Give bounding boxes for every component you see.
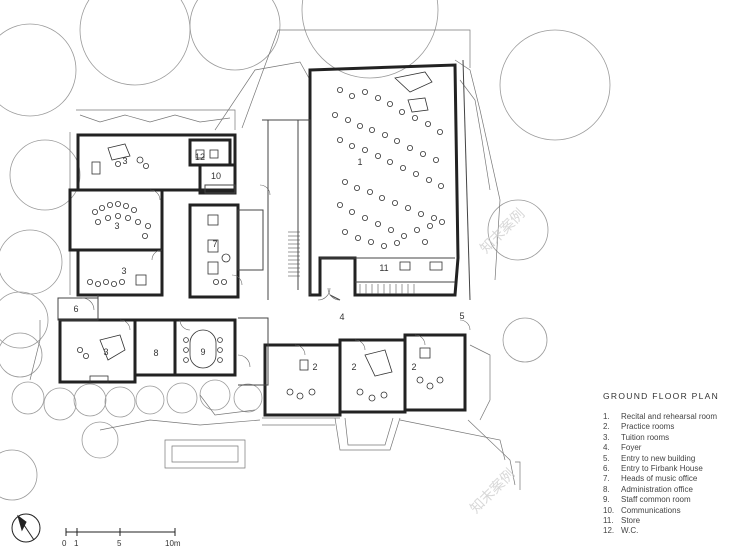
legend-item: 4. Foyer [603,443,741,453]
north-arrow-icon [11,513,41,543]
legend-item-label: Tuition rooms [621,432,670,442]
legend-item-number: 5. [603,453,610,463]
legend-item: 3. Tuition rooms [603,433,741,443]
room-label-3c: 3 [121,266,126,276]
legend-item-number: 10. [603,505,615,515]
room-label-10: 10 [211,171,221,181]
legend-item: 5. Entry to new building [603,454,741,464]
legend: GROUND FLOOR PLAN 1. Recital and rehearsa… [603,391,741,537]
legend-item-number: 7. [603,474,610,484]
room-label-12: 12 [195,152,205,162]
legend-item: 12. W.C. [603,526,741,536]
room-label-2b: 2 [351,362,356,372]
legend-item-number: 3. [603,432,610,442]
scale-label-5: 5 [117,539,122,548]
stairs [288,231,415,294]
legend-title: GROUND FLOOR PLAN [603,391,720,401]
scale-label-10m: 10m [165,539,181,548]
legend-item-label: Heads of music office [621,474,698,484]
recital-seating [331,71,445,249]
legend-item-label: Recital and rehearsal room [621,412,718,421]
room-label-11: 11 [379,263,388,273]
legend-item: 10. Communications [603,506,741,516]
legend-item-label: Store [621,516,641,526]
legend-item-label: Entry to Firbank House [621,464,703,474]
scale-bar: 0 1 5 10m [62,528,181,548]
scale-label-1: 1 [74,539,79,548]
legend-item-number: 12. [603,526,615,536]
tree-canopies [0,0,611,501]
legend-item-number: 2. [603,422,610,432]
legend-item-label: Communications [621,505,681,515]
room-label-2c: 2 [411,362,416,372]
legend-item-label: Practice rooms [621,422,675,432]
room-label-1: 1 [357,157,362,167]
room-label-4: 4 [339,312,344,322]
legend-item: 7. Heads of music office [603,474,741,484]
room-label-3d: 3 [103,347,108,357]
interior-lines [57,59,471,386]
furniture [77,143,444,402]
room-label-5: 5 [459,311,464,321]
legend-item-number: 11. [603,516,614,526]
room-label-3b: 3 [114,221,119,231]
legend-item: 1. Recital and rehearsal room [603,412,741,422]
room-label-6: 6 [73,304,78,314]
watermark-text: 知末案例 [477,205,528,256]
legend-item: 8. Administration office [603,485,741,495]
legend-item: 11. Store [603,516,741,526]
building-walls [58,63,467,417]
door-swings [81,184,471,368]
legend-item-label: Administration office [621,484,693,494]
room-label-8: 8 [153,348,158,358]
room-labels: 1 2 2 2 3 3 3 3 4 5 6 7 8 9 10 11 12 [73,152,464,372]
legend-item-number: 8. [603,484,610,494]
room-label-7: 7 [212,239,217,249]
room-label-9: 9 [200,347,205,357]
legend-item-label: Entry to new building [621,453,696,463]
legend-item-number: 6. [603,464,610,474]
legend-item-number: 9. [603,495,610,505]
scale-label-0: 0 [62,539,67,548]
site-lines [29,29,521,490]
room-label-2a: 2 [312,362,317,372]
legend-item: 9. Staff common room [603,495,741,505]
legend-item-number: 4. [603,443,610,453]
legend-item-label: Staff common room [621,495,691,505]
room-label-3a: 3 [122,156,127,166]
legend-item-label: W.C. [621,526,639,536]
legend-item-number: 1. [603,412,610,421]
legend-item-label: Foyer [621,443,642,453]
legend-item: 2. Practice rooms [603,422,741,432]
legend-item: 6. Entry to Firbank House [603,464,741,474]
watermark-text-2: 知末案例 [467,465,518,516]
